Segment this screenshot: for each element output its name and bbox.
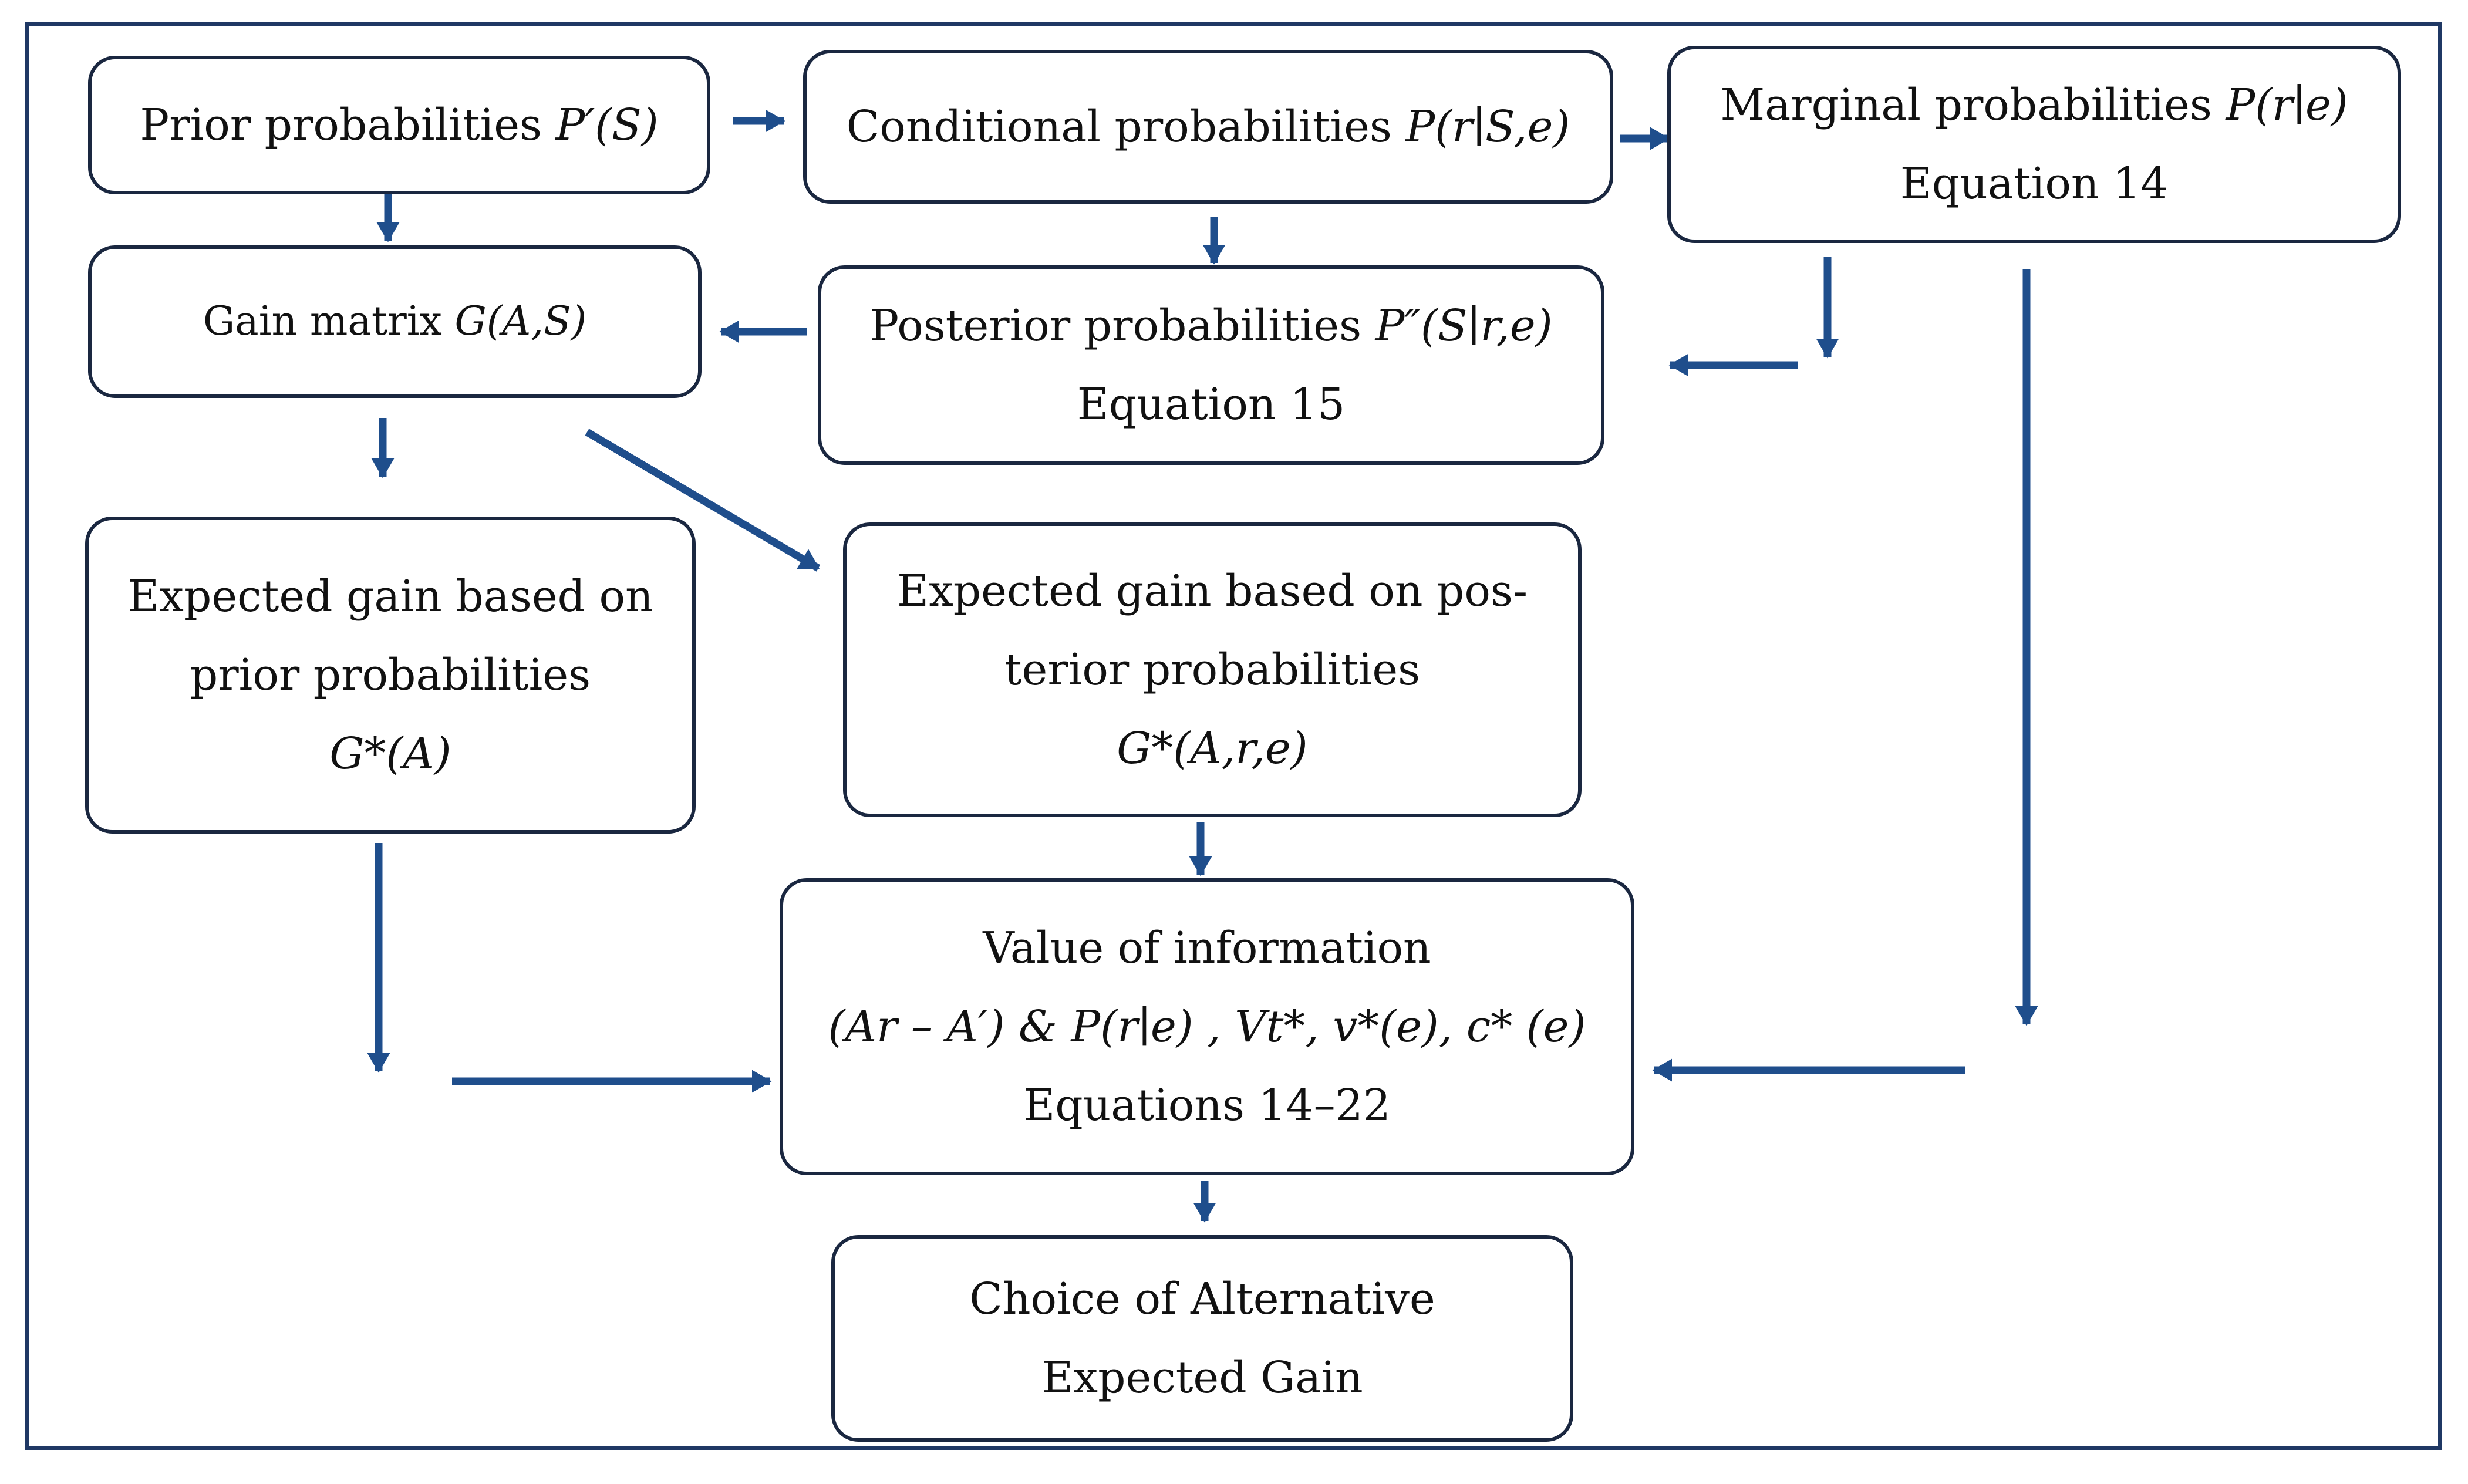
- value-of-information-box: Value of information (Ar – A′) & P(r∣e) …: [780, 878, 1634, 1175]
- expected-gain-posterior-math: G*(A,r,e): [1117, 723, 1308, 774]
- expected-gain-posterior-box: Expected gain based on pos- terior proba…: [843, 522, 1582, 817]
- gain-matrix-text: Gain matrix: [203, 298, 455, 345]
- posterior-text: Posterior probabilities: [869, 301, 1375, 351]
- gain-matrix-label: Gain matrix G(A,S): [203, 282, 586, 361]
- gain-matrix-math: G(A,S): [454, 298, 587, 345]
- choice-line2: Expected Gain: [1041, 1353, 1363, 1403]
- expected-gain-posterior-line1: Expected gain based on pos-: [897, 566, 1528, 616]
- prior-math: P′(S): [555, 100, 659, 150]
- conditional-text: Conditional probabilities: [846, 102, 1406, 152]
- prior-probabilities-box: Prior probabilities P′(S): [88, 56, 710, 194]
- marginal-text: Marginal probabilities: [1720, 80, 2226, 130]
- posterior-probabilities-box: Posterior probabilities P″(S∣r,e) Equati…: [818, 265, 1604, 465]
- choice-line1: Choice of Alternative: [969, 1274, 1435, 1324]
- choice-box: Choice of Alternative Expected Gain: [831, 1235, 1573, 1442]
- posterior-probabilities-label: Posterior probabilities P″(S∣r,e): [869, 286, 1552, 365]
- conditional-math: P(r∣S,e): [1405, 102, 1570, 152]
- value-of-information-math: (Ar – A′) & P(r∣e) , Vt*, v*(e), c* (e): [828, 1001, 1586, 1052]
- posterior-equation: Equation 15: [1077, 379, 1346, 430]
- expected-gain-prior-math: G*(A): [329, 728, 451, 779]
- gain-matrix-box: Gain matrix G(A,S): [88, 245, 702, 398]
- value-of-information-title: Value of information: [983, 923, 1431, 973]
- marginal-math: P(r∣e): [2226, 80, 2348, 130]
- expected-gain-prior-box: Expected gain based on prior probabiliti…: [85, 517, 696, 834]
- arrow-gain-to-expected-posterior: [585, 429, 821, 572]
- posterior-math: P″(S∣r,e): [1375, 301, 1553, 351]
- expected-gain-prior-line2: prior probabilities: [190, 650, 591, 700]
- marginal-probabilities-box: Marginal probabilities P(r∣e) Equation 1…: [1667, 46, 2401, 243]
- expected-gain-posterior-line2: terior probabilities: [1004, 645, 1421, 695]
- value-of-information-equation: Equations 14–22: [1023, 1080, 1391, 1131]
- outer-frame: [25, 22, 2442, 1450]
- marginal-equation: Equation 14: [1900, 158, 2169, 209]
- prior-text: Prior probabilities: [140, 100, 556, 150]
- marginal-probabilities-label: Marginal probabilities P(r∣e): [1720, 66, 2348, 144]
- expected-gain-prior-line1: Expected gain based on: [127, 571, 653, 622]
- prior-probabilities-label: Prior probabilities P′(S): [140, 86, 658, 164]
- conditional-probabilities-box: Conditional probabilities P(r∣S,e): [803, 50, 1613, 204]
- conditional-probabilities-label: Conditional probabilities P(r∣S,e): [847, 87, 1570, 166]
